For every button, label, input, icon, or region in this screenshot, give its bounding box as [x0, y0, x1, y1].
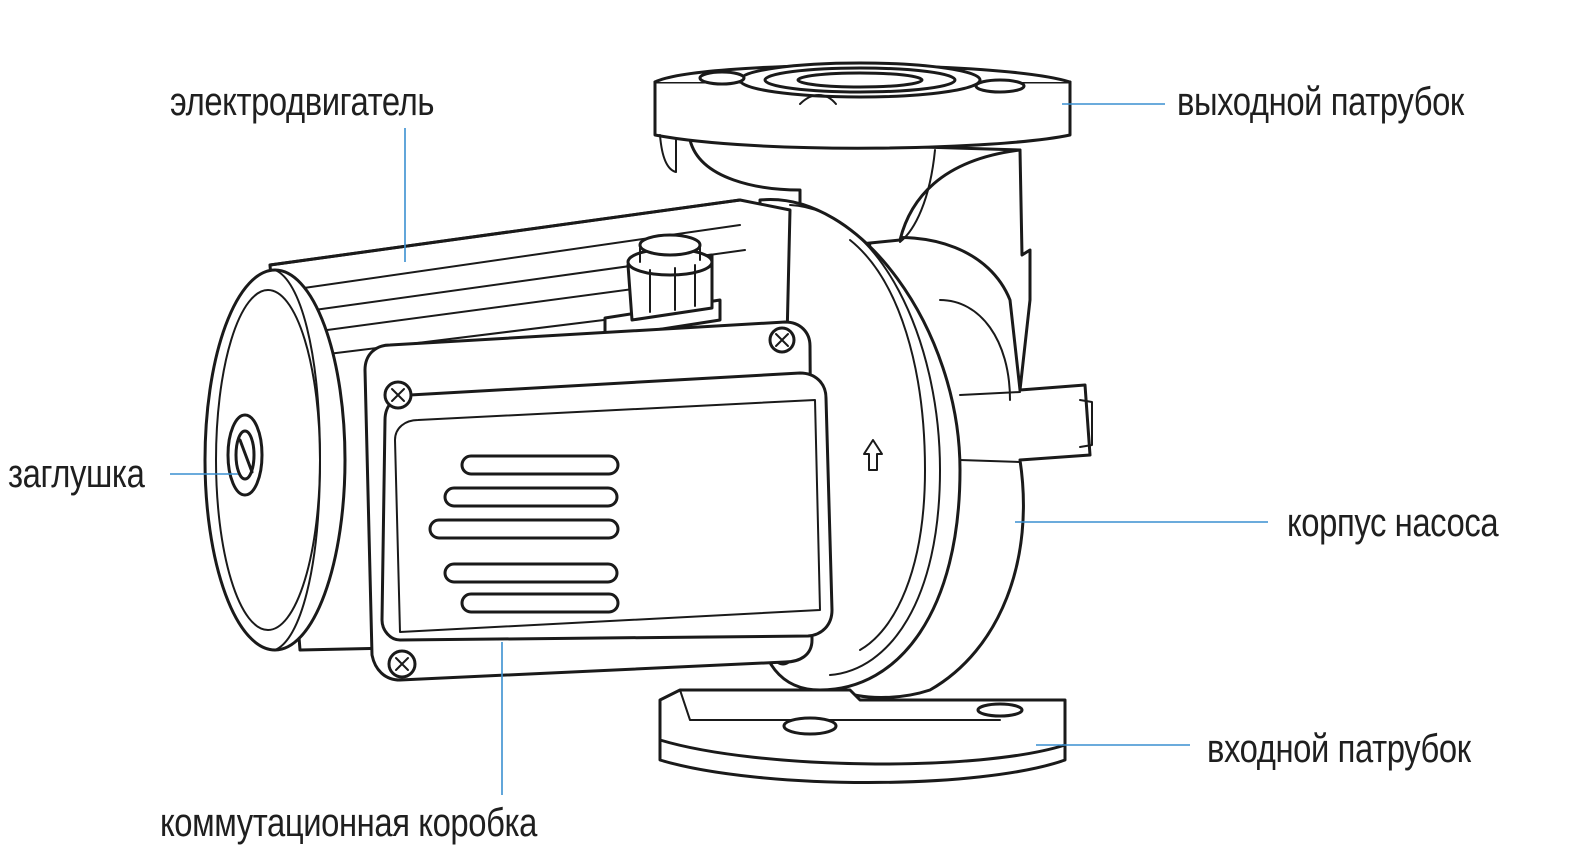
label-outlet: выходной патрубок	[1177, 80, 1464, 124]
cable-gland	[603, 233, 722, 340]
pump-drawing	[203, 61, 1093, 784]
label-housing: корпус насоса	[1287, 501, 1499, 545]
label-plug: заглушка	[8, 452, 145, 496]
label-motor: электродвигатель	[170, 80, 435, 124]
plug-screw	[226, 413, 264, 497]
outlet-flange	[653, 61, 1072, 252]
motor-end-cap	[203, 268, 347, 652]
label-terminal-box: коммутационная коробка	[160, 801, 537, 845]
inlet-flange	[658, 688, 1067, 784]
terminal-box	[363, 320, 883, 682]
label-inlet: входной патрубок	[1207, 727, 1471, 771]
leader-lines	[170, 103, 1268, 795]
